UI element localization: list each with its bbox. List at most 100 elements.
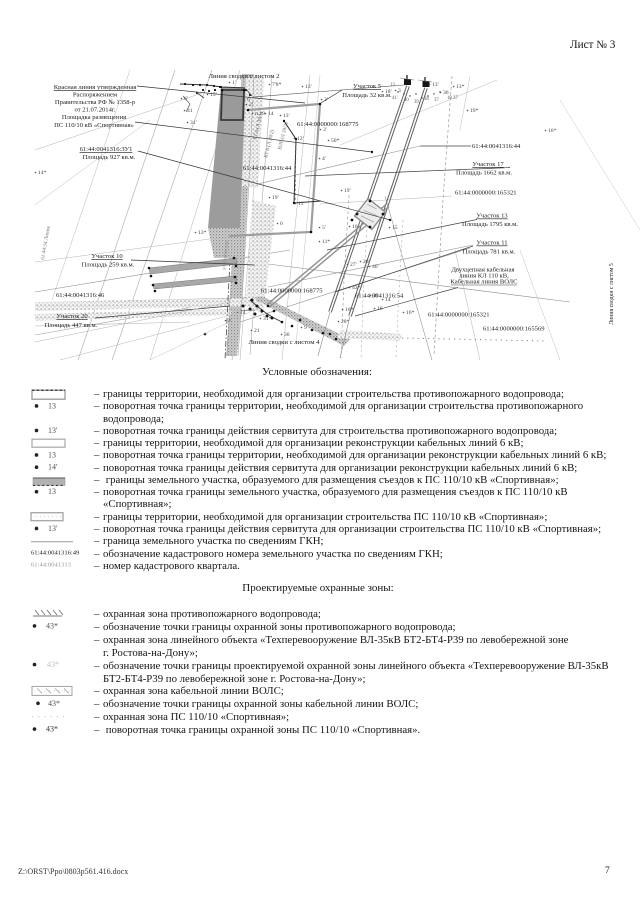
svg-text:Участок 5: Участок 5 bbox=[353, 83, 382, 90]
svg-text:61:44:0000000:168775: 61:44:0000000:168775 bbox=[297, 121, 359, 128]
svg-text:Линия сводки с листом 2: Линия сводки с листом 2 bbox=[209, 73, 280, 80]
svg-text:14: 14 bbox=[385, 297, 391, 303]
svg-text:2': 2' bbox=[324, 97, 328, 103]
svg-text:Площадь 259 кв.м.: Площадь 259 кв.м. bbox=[82, 262, 135, 269]
svg-text:43*: 43* bbox=[352, 285, 361, 291]
svg-text:9: 9 bbox=[304, 325, 307, 331]
svg-text:Участок 13: Участок 13 bbox=[476, 213, 508, 220]
svg-text:50*: 50* bbox=[331, 138, 340, 144]
svg-text:11': 11' bbox=[298, 201, 304, 207]
svg-text:14': 14' bbox=[48, 463, 58, 472]
svg-text:Распоряжением: Распоряжением bbox=[73, 92, 118, 99]
svg-text:13: 13 bbox=[48, 450, 56, 459]
svg-text:Двухцепная кабельная: Двухцепная кабельная bbox=[451, 267, 514, 274]
svg-text:14*: 14* bbox=[38, 170, 47, 176]
svg-text:11*: 11* bbox=[322, 239, 330, 245]
svg-text:линия КЛ 110 кВ,: линия КЛ 110 кВ, bbox=[459, 273, 509, 280]
svg-text:21: 21 bbox=[254, 328, 260, 334]
svg-text:61:44:0041316:ЗУ1: 61:44:0041316:ЗУ1 bbox=[80, 146, 133, 153]
svg-text:61:44:0041316:54: 61:44:0041316:54 bbox=[355, 293, 404, 300]
svg-text:Площадь 32 кв.м.: Площадь 32 кв.м. bbox=[342, 92, 392, 99]
svg-text:13': 13' bbox=[48, 524, 58, 533]
svg-text:14: 14 bbox=[268, 111, 274, 117]
svg-text:Площадь 1795 кв.м.: Площадь 1795 кв.м. bbox=[462, 221, 518, 228]
svg-text:43*: 43* bbox=[46, 725, 58, 734]
svg-text:Линия сводки с листом 4: Линия сводки с листом 4 bbox=[249, 339, 321, 346]
svg-text:13': 13' bbox=[283, 113, 290, 119]
svg-text:Площадь 1662 кв.м.: Площадь 1662 кв.м. bbox=[456, 170, 512, 177]
svg-text:1': 1' bbox=[232, 80, 236, 86]
svg-text:61:44:0041316:46: 61:44:0041316:46 bbox=[56, 292, 105, 299]
svg-text:61:44:0000000:165569: 61:44:0000000:165569 bbox=[483, 326, 545, 333]
svg-text:16: 16 bbox=[377, 306, 383, 312]
svg-text:Площадка размещения: Площадка размещения bbox=[62, 114, 126, 121]
svg-text:5': 5' bbox=[322, 225, 326, 231]
svg-text:41': 41' bbox=[392, 96, 398, 101]
svg-text:Линия сводки с листом 5: Линия сводки с листом 5 bbox=[609, 263, 615, 325]
svg-text:13*: 13* bbox=[198, 230, 207, 236]
svg-text:16*: 16* bbox=[406, 310, 415, 316]
svg-text:3': 3' bbox=[323, 127, 327, 133]
svg-text:Красная линия утвержденная: Красная линия утвержденная bbox=[54, 84, 137, 91]
svg-text:ВЛб (Л 39/2): ВЛб (Л 39/2) bbox=[276, 121, 290, 150]
svg-text:61:44:0041316:44: 61:44:0041316:44 bbox=[243, 165, 292, 172]
svg-text:6': 6' bbox=[184, 96, 188, 102]
svg-text:61:44:0041316:44: 61:44:0041316:44 bbox=[472, 143, 521, 150]
svg-text:Площадь 447 кв.м.: Площадь 447 кв.м. bbox=[45, 322, 98, 329]
svg-text:61:44:0000000:168775: 61:44:0000000:168775 bbox=[261, 288, 323, 295]
svg-text:61:44:34 Линия: 61:44:34 Линия bbox=[40, 225, 52, 260]
svg-text:Участок 20: Участок 20 bbox=[56, 313, 88, 320]
svg-text:13: 13 bbox=[48, 401, 56, 410]
svg-text:31': 31' bbox=[190, 120, 197, 126]
svg-text:6': 6' bbox=[247, 97, 251, 103]
svg-text:28*: 28* bbox=[341, 319, 350, 325]
svg-text:38: 38 bbox=[424, 97, 429, 102]
svg-text:61:44:0041316:49: 61:44:0041316:49 bbox=[31, 549, 80, 556]
svg-text:16: 16 bbox=[352, 224, 358, 230]
svg-text:61:44:0041313: 61:44:0041313 bbox=[31, 562, 72, 569]
svg-text:40: 40 bbox=[404, 98, 409, 103]
svg-text:39: 39 bbox=[414, 100, 419, 105]
svg-text:18 37: 18 37 bbox=[447, 96, 458, 101]
svg-text:13: 13 bbox=[390, 83, 395, 88]
svg-text:37: 37 bbox=[434, 98, 439, 103]
svg-text:41: 41 bbox=[187, 108, 193, 114]
svg-text:от 21.07.2014г.: от 21.07.2014г. bbox=[74, 107, 115, 114]
svg-text:6: 6 bbox=[280, 221, 283, 227]
svg-text:18': 18' bbox=[385, 89, 392, 95]
svg-text:15': 15' bbox=[210, 92, 217, 98]
svg-text:Кабельная линия ВОЛС: Кабельная линия ВОЛС bbox=[450, 279, 518, 286]
svg-text:13': 13' bbox=[48, 426, 58, 435]
svg-text:19*: 19* bbox=[470, 108, 479, 114]
svg-text:4: 4 bbox=[228, 318, 231, 324]
svg-text:Правительства РФ № 1358-р: Правительства РФ № 1358-р bbox=[55, 99, 136, 106]
svg-text:Участок 10: Участок 10 bbox=[91, 253, 123, 260]
svg-text:13: 13 bbox=[48, 487, 56, 496]
svg-text:48: 48 bbox=[373, 293, 379, 299]
svg-text:Участок 17: Участок 17 bbox=[472, 161, 504, 168]
svg-text:30: 30 bbox=[284, 332, 290, 338]
svg-text:Участок 11: Участок 11 bbox=[476, 240, 507, 247]
svg-text:14: 14 bbox=[240, 310, 246, 316]
svg-text:Площадь 927 кв.м.: Площадь 927 кв.м. bbox=[83, 154, 136, 161]
svg-text:19': 19' bbox=[344, 188, 351, 194]
svg-text:3: 3 bbox=[398, 88, 401, 94]
svg-text:43*: 43* bbox=[48, 699, 60, 708]
svg-text:ПС 110/10 кВ «Спортивная»: ПС 110/10 кВ «Спортивная» bbox=[54, 122, 134, 129]
svg-text:ул. Саранская: ул. Саранская bbox=[222, 240, 230, 270]
svg-text:12': 12' bbox=[297, 136, 304, 142]
svg-text:43*: 43* bbox=[46, 621, 58, 630]
svg-text:26': 26' bbox=[363, 259, 370, 265]
svg-text:19': 19' bbox=[272, 195, 279, 201]
svg-text:43*: 43* bbox=[47, 660, 59, 669]
svg-text:27': 27' bbox=[350, 262, 357, 268]
svg-text:61:44:0000000:165321: 61:44:0000000:165321 bbox=[428, 312, 490, 319]
svg-text:4': 4' bbox=[322, 156, 326, 162]
svg-text:16*: 16* bbox=[548, 128, 557, 134]
svg-text:БТ 6 (Л 39/2): БТ 6 (Л 39/2) bbox=[262, 129, 276, 159]
svg-text:36: 36 bbox=[443, 90, 449, 96]
svg-text:7'8*: 7'8* bbox=[272, 82, 282, 88]
svg-text:15: 15 bbox=[392, 225, 398, 231]
svg-text:61:44:0000000:165321: 61:44:0000000:165321 bbox=[455, 190, 517, 197]
svg-text:п.19: п.19 bbox=[255, 111, 265, 117]
